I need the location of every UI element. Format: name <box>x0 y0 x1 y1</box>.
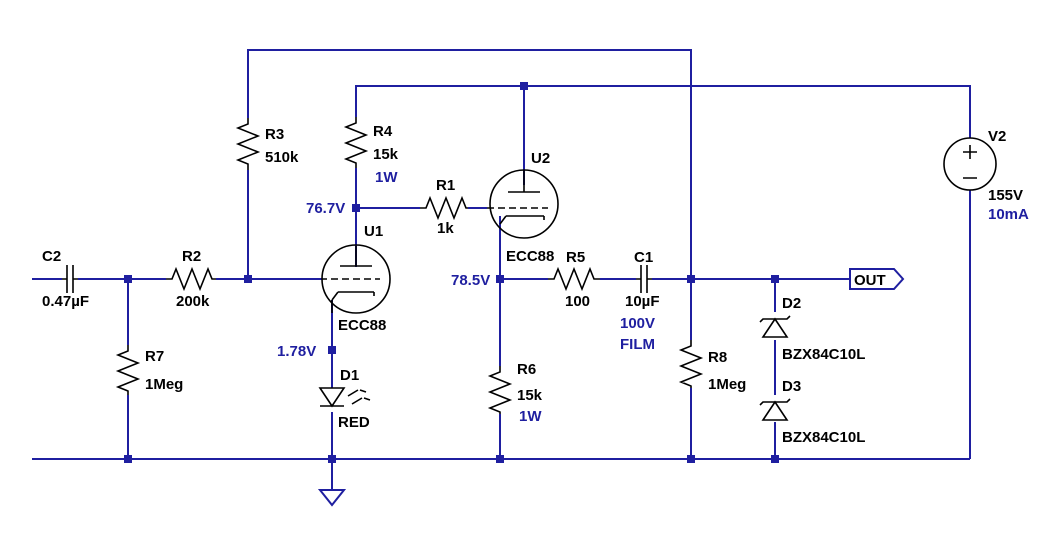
r2-name: R2 <box>182 248 201 265</box>
d1-name: D1 <box>340 367 359 384</box>
capacitor-c2 <box>62 265 78 293</box>
voltage-source-v2 <box>943 137 997 191</box>
v2-value: 155V <box>988 187 1023 204</box>
u2-value: ECC88 <box>506 248 554 265</box>
r4-rating: 1W <box>375 169 398 186</box>
out-label: OUT <box>854 272 886 289</box>
r8-value: 1Meg <box>708 376 746 393</box>
v2-name: V2 <box>988 128 1006 145</box>
u2-cathode-voltage: 78.5V <box>451 272 490 289</box>
r5-value: 100 <box>565 293 590 310</box>
resistor-r6 <box>487 366 513 414</box>
u1-value: ECC88 <box>338 317 386 334</box>
d3-name: D3 <box>782 378 801 395</box>
u1-name: U1 <box>364 223 383 240</box>
r6-rating: 1W <box>519 408 542 425</box>
d3-value: BZX84C10L <box>782 429 865 446</box>
c1-value: 10µF <box>625 293 660 310</box>
r4-name: R4 <box>373 123 393 140</box>
r6-value: 15k <box>517 387 543 404</box>
zener-d2 <box>759 315 791 338</box>
out-port <box>849 268 905 290</box>
r5-name: R5 <box>566 249 585 266</box>
u2-name: U2 <box>531 150 550 167</box>
resistor-r3 <box>235 118 261 170</box>
resistor-r7 <box>115 345 141 395</box>
d2-value: BZX84C10L <box>782 346 865 363</box>
v2-current: 10mA <box>988 206 1029 223</box>
junctions <box>124 82 779 463</box>
u1-anode-voltage: 76.7V <box>306 200 345 217</box>
resistor-r1 <box>420 195 468 221</box>
r8-name: R8 <box>708 349 727 366</box>
r6-name: R6 <box>517 361 536 378</box>
resistor-r2 <box>166 266 216 292</box>
r7-name: R7 <box>145 348 164 365</box>
c1-name: C1 <box>634 249 653 266</box>
c1-dielectric: FILM <box>620 336 655 353</box>
u1-cathode-voltage: 1.78V <box>277 343 316 360</box>
zener-d3 <box>759 398 791 421</box>
ground-symbol <box>317 489 347 507</box>
triode-u1 <box>321 244 391 314</box>
c1-voltage-rating: 100V <box>620 315 655 332</box>
capacitor-c1 <box>636 265 652 293</box>
resistor-r8 <box>678 340 704 388</box>
r3-value: 510k <box>265 149 299 166</box>
r3-name: R3 <box>265 126 284 143</box>
d2-name: D2 <box>782 295 801 312</box>
r1-value: 1k <box>437 220 454 237</box>
d1-value: RED <box>338 414 370 431</box>
c2-name: C2 <box>42 248 61 265</box>
resistor-r4 <box>343 117 369 168</box>
led-d1 <box>318 387 371 408</box>
r4-value: 15k <box>373 146 399 163</box>
r1-name: R1 <box>436 177 455 194</box>
c2-value: 0.47µF <box>42 293 89 310</box>
resistor-r5 <box>548 266 600 292</box>
wires <box>32 49 971 490</box>
r2-value: 200k <box>176 293 210 310</box>
r7-value: 1Meg <box>145 376 183 393</box>
triode-u2 <box>487 169 559 239</box>
